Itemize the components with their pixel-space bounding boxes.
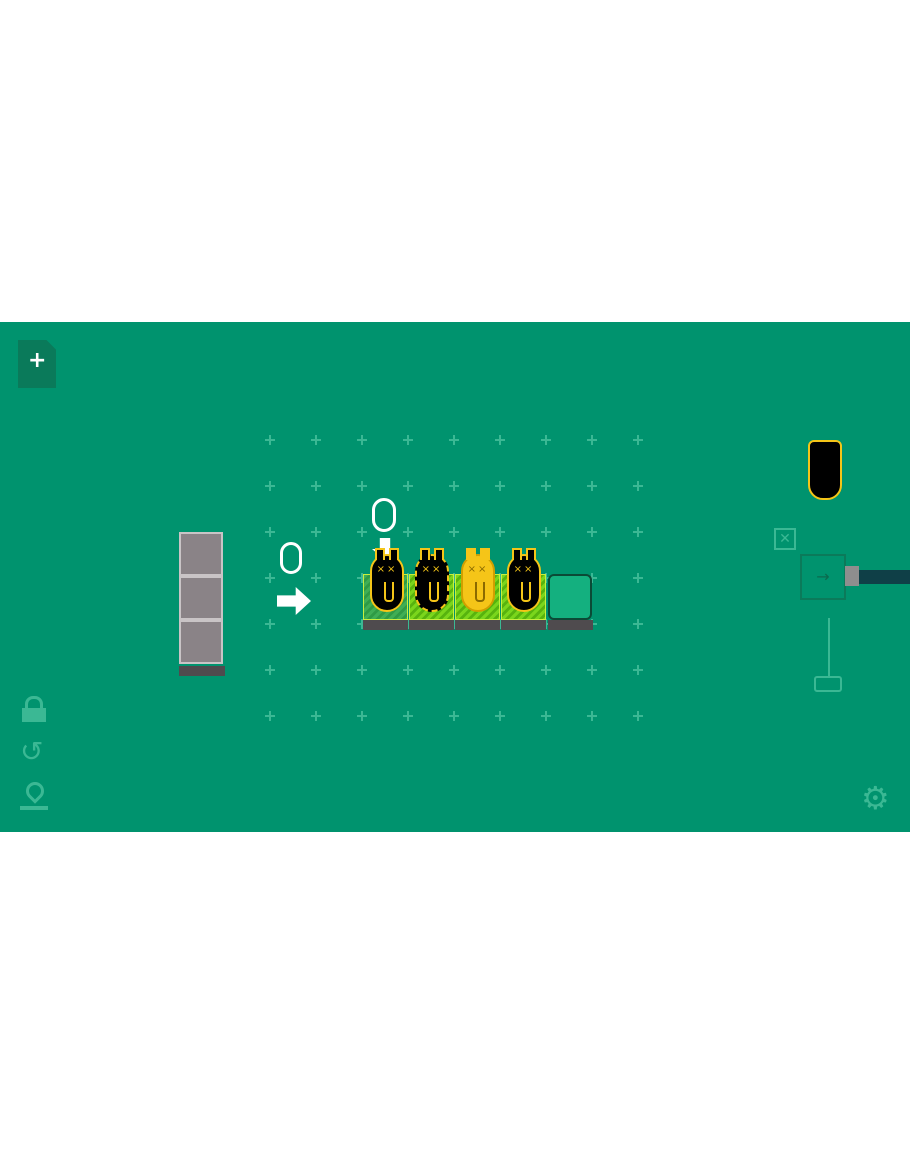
grid-dot	[403, 481, 413, 491]
circuit-board: →	[800, 554, 846, 600]
grid-dot	[541, 619, 551, 629]
grid-dot	[633, 527, 643, 537]
grid-dot	[357, 619, 367, 629]
grid-dot	[311, 573, 321, 583]
grid-dot	[357, 481, 367, 491]
grid-dot	[587, 481, 597, 491]
grid-dot	[541, 527, 551, 537]
new-file-button[interactable]: +	[18, 340, 56, 388]
grid-dot	[587, 665, 597, 675]
grid-dot	[311, 665, 321, 675]
grid-dot	[495, 711, 505, 721]
grid-dot	[449, 527, 459, 537]
grid-dot	[449, 481, 459, 491]
grid-dot	[357, 573, 367, 583]
plus-icon: +	[28, 348, 47, 373]
grid-dot	[403, 435, 413, 445]
grid-dot	[357, 527, 367, 537]
grid-dot	[495, 435, 505, 445]
grid-dot	[541, 711, 551, 721]
grid-dot	[311, 527, 321, 537]
grid-dot	[541, 481, 551, 491]
grid-dot	[495, 573, 505, 583]
grid-dot	[541, 665, 551, 675]
grid-dot	[449, 435, 459, 445]
grid-dot	[633, 619, 643, 629]
grid-dot	[587, 573, 597, 583]
gray-block-stack[interactable]	[179, 532, 225, 678]
grid-dot	[265, 527, 275, 537]
grid-dot	[403, 527, 413, 537]
grid-dot	[311, 711, 321, 721]
lock-icon[interactable]	[22, 696, 46, 722]
grid-dot	[449, 665, 459, 675]
circuit-pad	[814, 676, 842, 692]
grid-dot	[541, 573, 551, 583]
grid-dot	[587, 435, 597, 445]
grid-dot	[495, 527, 505, 537]
grid-dot	[403, 573, 413, 583]
grid-dot	[265, 711, 275, 721]
bug-glitched[interactable]: ××	[415, 548, 449, 612]
grid-dot	[403, 619, 413, 629]
grid-dot	[495, 619, 505, 629]
grid-dot	[265, 665, 275, 675]
grid-dot	[265, 481, 275, 491]
grid-dot	[311, 619, 321, 629]
bug-dark[interactable]: ××	[370, 548, 404, 612]
grid-dot	[633, 435, 643, 445]
circuit-trace	[828, 618, 830, 678]
grid-dot	[265, 573, 275, 583]
grid-dot	[449, 573, 459, 583]
grid-dot	[633, 711, 643, 721]
grid-dot	[357, 665, 367, 675]
glitched-bug-large	[808, 440, 842, 500]
grid-dot	[587, 527, 597, 537]
bug-dark[interactable]: ××	[507, 548, 541, 612]
grid-dot	[403, 665, 413, 675]
undo-icon[interactable]: ↺	[20, 735, 44, 768]
grid-dot	[449, 619, 459, 629]
grid-dot	[357, 711, 367, 721]
grid-dot	[633, 481, 643, 491]
mouse-click-icon	[372, 498, 396, 532]
grid-dot	[633, 573, 643, 583]
arrow-right-icon	[277, 587, 311, 615]
grid-dot	[495, 481, 505, 491]
grid-dot	[449, 711, 459, 721]
grid-dot	[265, 435, 275, 445]
grid-dot	[633, 665, 643, 675]
mouse-click-icon	[280, 542, 302, 574]
grid-dot	[311, 481, 321, 491]
fan-icon: ✕	[774, 528, 796, 550]
connector	[845, 566, 859, 586]
grid-dot	[403, 711, 413, 721]
grid-dot	[541, 435, 551, 445]
grid-dot	[265, 619, 275, 629]
game-board: + ×× ×× ×× ×× → ✕ ↺ ⚙	[0, 322, 910, 832]
grid-dot	[357, 435, 367, 445]
grid-dot	[311, 435, 321, 445]
grid-dot	[587, 711, 597, 721]
grid-dot	[495, 665, 505, 675]
bug-yellow[interactable]: ××	[461, 548, 495, 612]
goal-tile[interactable]	[548, 574, 592, 620]
cable	[845, 570, 910, 584]
map-pin-icon[interactable]	[20, 778, 48, 812]
gear-icon[interactable]: ⚙	[861, 779, 890, 817]
